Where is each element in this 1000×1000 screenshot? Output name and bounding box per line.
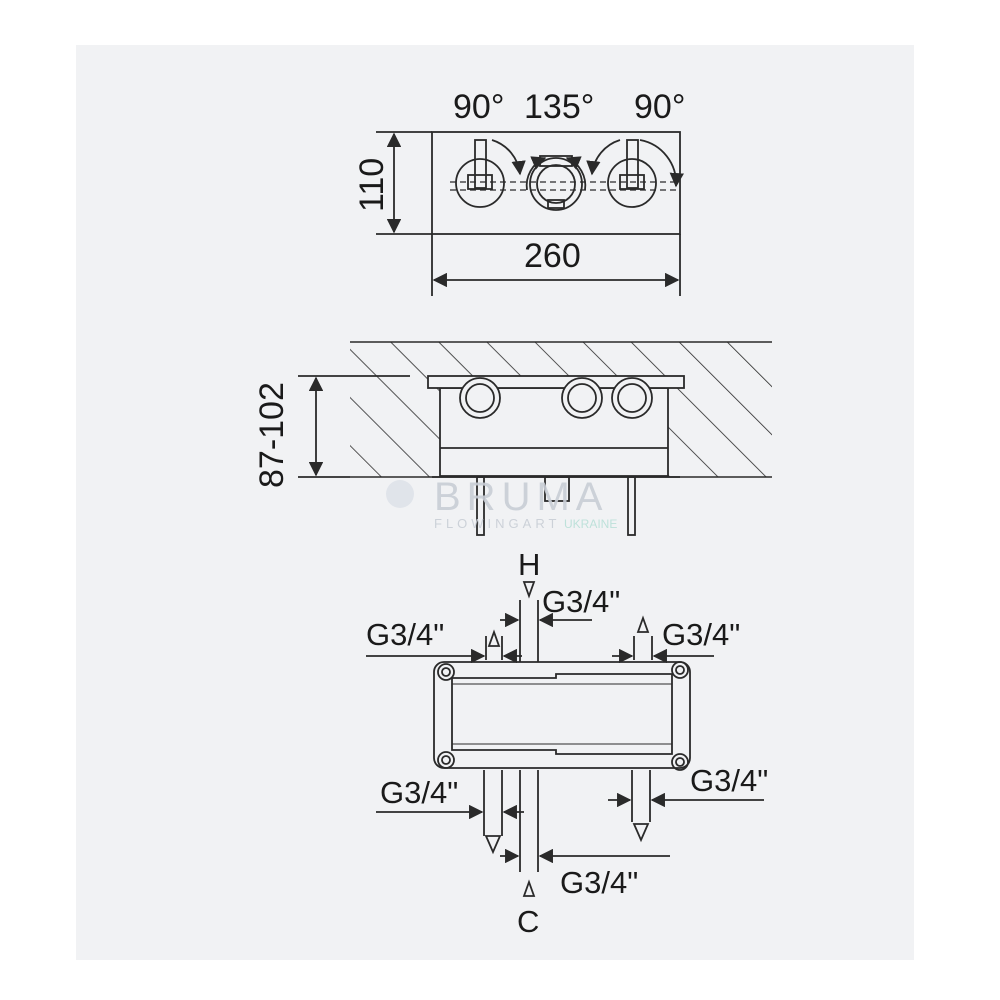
connection-label-top-center: G3/4" [542,584,620,619]
side-connector-3 [611,377,653,419]
hot-inlet-label: H [518,547,540,582]
diverter-knob [529,157,583,211]
connection-label-bottom-right: G3/4" [690,763,768,798]
side-connector-1 [459,377,501,419]
angle-center-label: 135° [524,88,594,126]
angle-left-label: 90° [453,88,504,126]
width-label: 260 [524,237,581,275]
top-view [376,131,684,296]
box-frame-outer [433,661,691,769]
connection-label-top-left: G3/4" [366,617,444,652]
connection-label-bottom-left: G3/4" [380,775,458,810]
angle-right-label: 90° [634,88,685,126]
svg-text:UKRAINE: UKRAINE [564,517,617,531]
depth-label: 87-102 [253,382,291,488]
svg-text:BRUMA: BRUMA [434,475,608,519]
side-connector-2 [561,377,603,419]
connection-label-top-right: G3/4" [662,617,740,652]
left-handle-knob [455,158,505,208]
side-view [298,341,772,536]
drawing-panel [76,45,914,960]
drop-logo-icon [386,480,414,508]
bottom-view [366,581,764,897]
connection-label-bottom-center: G3/4" [560,865,638,900]
brand-watermark: BRUMA FLOWINGART UKRAINE [386,475,617,531]
svg-text:FLOWINGART: FLOWINGART [434,516,560,531]
right-handle-knob [607,158,657,208]
height-label: 110 [353,158,391,212]
cold-inlet-label: C [517,904,539,939]
